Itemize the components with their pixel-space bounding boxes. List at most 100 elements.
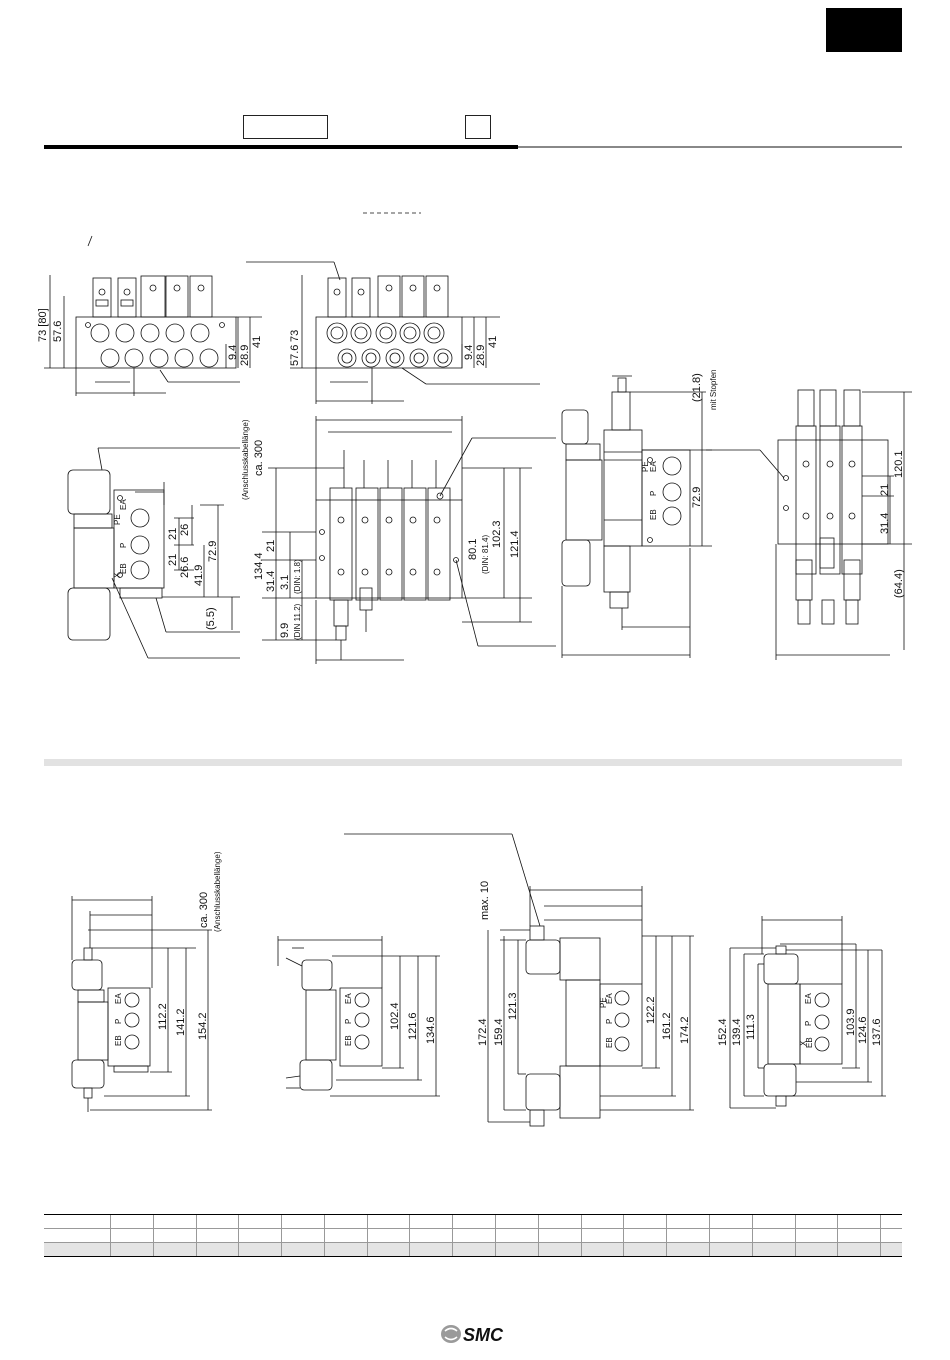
logo-text: SMC bbox=[463, 1325, 504, 1345]
dim-label: 41 bbox=[251, 336, 263, 348]
port-label: EB bbox=[119, 563, 128, 574]
dim-label: (64.4) bbox=[893, 569, 905, 598]
bottom-view-4 bbox=[729, 916, 886, 1109]
port-label: EA bbox=[605, 993, 614, 1004]
side-view-middle bbox=[561, 375, 712, 658]
port-label: EB bbox=[605, 1037, 614, 1048]
dim-label: 161.2 bbox=[661, 1012, 673, 1040]
port-label: X bbox=[113, 572, 122, 578]
top-view-right bbox=[246, 261, 540, 404]
drawing-upper bbox=[44, 212, 912, 664]
side-view-left bbox=[67, 447, 240, 659]
bottom-view-3 bbox=[344, 833, 694, 1127]
drawing-lower bbox=[71, 833, 886, 1127]
dim-label: 141.2 bbox=[175, 1008, 187, 1036]
port-label: EB bbox=[649, 509, 658, 520]
top-view-left bbox=[44, 275, 262, 396]
dim-label: 21 bbox=[265, 540, 277, 552]
header-box-model bbox=[243, 115, 328, 139]
port-label: EA bbox=[649, 461, 658, 472]
dim-label: 9.9 bbox=[279, 623, 291, 638]
header-rule-grey bbox=[518, 146, 902, 148]
port-label: EB bbox=[805, 1037, 814, 1048]
dim-label: (5.5) bbox=[205, 607, 217, 630]
dim-label: 139.4 bbox=[731, 1018, 743, 1046]
dim-label: 121.3 bbox=[507, 992, 519, 1020]
port-label: PE bbox=[599, 997, 608, 1008]
port-label: P bbox=[114, 1019, 123, 1024]
dim-label: 80.1 bbox=[467, 539, 479, 560]
drawing-upper-labels: 73 [80] 57.6 9.4 28.9 41 73 57.6 9.4 28.… bbox=[37, 308, 905, 640]
cable-length: ca. 300 bbox=[198, 892, 210, 928]
port-label: P bbox=[119, 543, 128, 548]
dim-label: 3.1 bbox=[279, 575, 291, 590]
dim-label: (DIN: 81.4) bbox=[481, 535, 490, 574]
port-label: X bbox=[799, 1040, 808, 1046]
port-label: P bbox=[649, 491, 658, 496]
dim-label: 28.9 bbox=[475, 345, 487, 366]
front-view bbox=[262, 416, 556, 664]
dim-label: 124.6 bbox=[857, 1016, 869, 1044]
dim-label: 102.4 bbox=[389, 1002, 401, 1030]
dim-label: (DIN: 1.8) bbox=[293, 559, 302, 594]
dim-label: 57.6 bbox=[52, 321, 64, 342]
max-label: max. 10 bbox=[479, 881, 491, 920]
dim-label: 111.3 bbox=[745, 1014, 757, 1040]
section-divider bbox=[44, 759, 902, 766]
port-label: EB bbox=[114, 1035, 123, 1046]
port-label: P bbox=[804, 1021, 813, 1026]
page-tab-marker bbox=[826, 8, 902, 52]
dim-label: 172.4 bbox=[477, 1018, 489, 1046]
port-label: EA bbox=[119, 499, 128, 510]
port-label: EA bbox=[344, 993, 353, 1004]
dim-label: 122.2 bbox=[645, 996, 657, 1024]
dim-label: 31.4 bbox=[265, 571, 277, 592]
dim-label: 28.9 bbox=[239, 345, 251, 366]
dim-label: 121.6 bbox=[407, 1012, 419, 1040]
dim-label: 134.4 bbox=[253, 552, 265, 580]
dim-label: 26.6 bbox=[179, 557, 191, 578]
dim-label: 41.9 bbox=[193, 565, 205, 586]
drawing-lower-labels: (Anschlusskabellänge) ca. 300 112.2 141.… bbox=[114, 851, 883, 1048]
dim-label: 31.4 bbox=[879, 513, 891, 534]
dim-label: 72.9 bbox=[207, 541, 219, 562]
smc-logo: SMC bbox=[441, 1325, 504, 1345]
port-label: P bbox=[344, 1019, 353, 1024]
side-view-right bbox=[706, 389, 912, 660]
dim-label: 154.2 bbox=[197, 1012, 209, 1040]
dim-label: 73 [80] bbox=[37, 308, 49, 342]
port-label: EB bbox=[344, 1035, 353, 1046]
cable-length: ca. 300 bbox=[253, 440, 265, 476]
dim-label: 21 bbox=[167, 528, 179, 540]
dim-label: 174.2 bbox=[679, 1016, 691, 1044]
dim-label: 152.4 bbox=[717, 1018, 729, 1046]
dim-label: 159.4 bbox=[493, 1018, 505, 1046]
dim-label: 26 bbox=[179, 524, 191, 536]
header-box-small bbox=[465, 115, 491, 139]
bottom-view-2 bbox=[277, 936, 440, 1097]
dim-label: 21 bbox=[879, 484, 891, 496]
cable-note: (Anschlusskabellänge) bbox=[213, 851, 222, 932]
port-label: PE bbox=[641, 461, 650, 472]
dim-label: 121.4 bbox=[509, 530, 521, 558]
dim-label: 73 bbox=[289, 330, 301, 342]
plug-note: mit Stopfen bbox=[709, 370, 718, 410]
dim-label: 9.4 bbox=[463, 345, 475, 360]
port-label: P bbox=[605, 1019, 614, 1024]
dim-label: 57.6 bbox=[289, 345, 301, 366]
dim-label: 103.9 bbox=[845, 1008, 857, 1036]
dim-label: (DIN 11.2) bbox=[293, 603, 302, 640]
dim-label: 102.3 bbox=[491, 520, 503, 548]
dim-label: 120.1 bbox=[893, 450, 905, 478]
header-rule-black bbox=[44, 145, 518, 149]
dim-label: 21 bbox=[167, 554, 179, 566]
dim-label: 72.9 bbox=[691, 487, 703, 508]
dim-label: 112.2 bbox=[157, 1003, 169, 1030]
port-label: EA bbox=[804, 993, 813, 1004]
dim-label: 137.6 bbox=[871, 1018, 883, 1046]
dim-label: 41 bbox=[487, 336, 499, 348]
dim-label: 9.4 bbox=[227, 345, 239, 360]
bottom-view-1 bbox=[71, 896, 212, 1112]
port-label: PE bbox=[113, 514, 122, 525]
port-label: EA bbox=[114, 993, 123, 1004]
